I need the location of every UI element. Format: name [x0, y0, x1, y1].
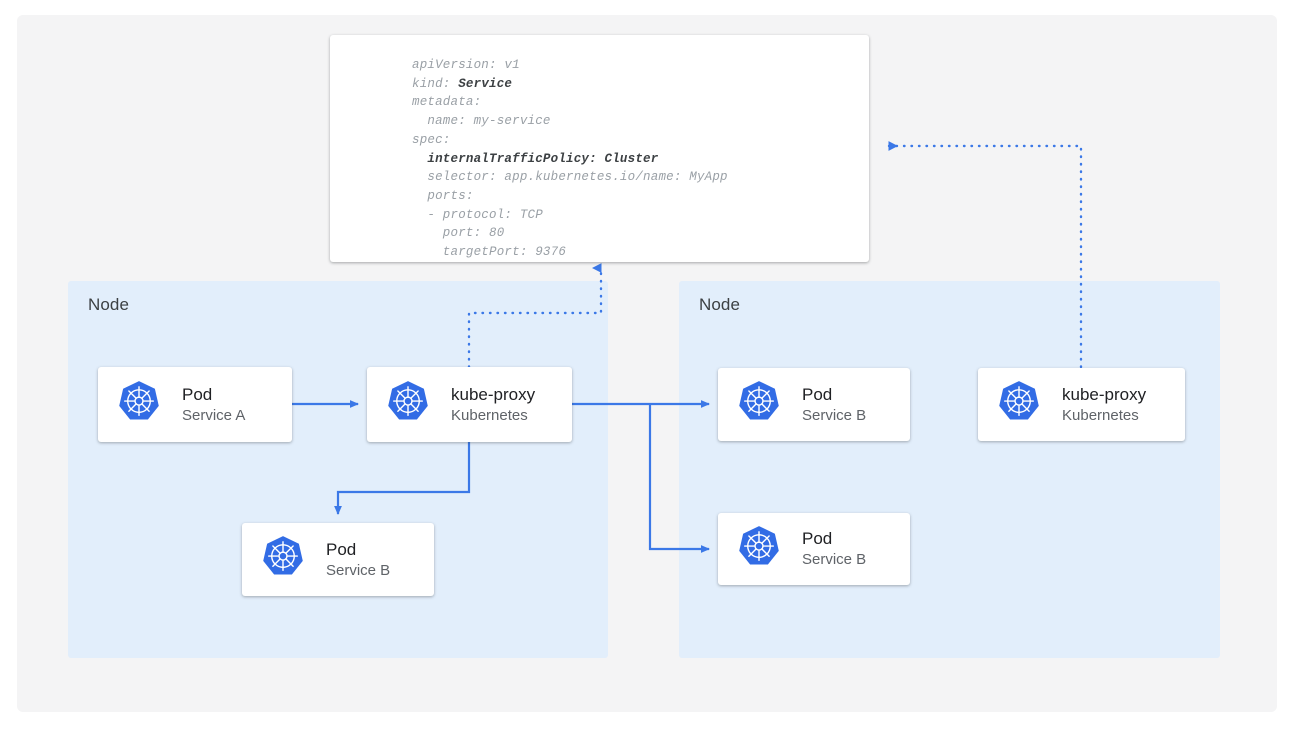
card-title: Pod: [802, 384, 833, 404]
card-text: Pod Service B: [802, 385, 866, 425]
card-subtitle: Kubernetes: [451, 406, 528, 424]
yaml-line: apiVersion: v1: [412, 58, 520, 72]
kubernetes-icon: [736, 379, 782, 430]
kubernetes-icon: [736, 524, 782, 575]
yaml-line: targetPort: 9376: [412, 245, 567, 260]
node-label-left: Node: [88, 295, 130, 314]
yaml-line: name: my-service: [412, 114, 551, 129]
kubernetes-icon: [116, 379, 162, 430]
card-subtitle: Kubernetes: [1062, 406, 1139, 424]
card-pod-service-b-right-bottom[interactable]: Pod Service B: [718, 513, 910, 585]
yaml-line: selector: app.kubernetes.io/name: MyApp: [412, 170, 728, 185]
card-text: Pod Service B: [802, 529, 866, 569]
kubernetes-icon: [260, 534, 306, 585]
yaml-line: ports:: [412, 188, 474, 203]
card-pod-service-b-left[interactable]: Pod Service B: [242, 523, 434, 596]
card-text: Pod Service B: [326, 540, 390, 580]
service-manifest-code: apiVersion: v1 kind: Service metadata: n…: [412, 56, 861, 262]
card-text: kube-proxy Kubernetes: [451, 385, 535, 425]
card-pod-service-b-right-top[interactable]: Pod Service B: [718, 368, 910, 441]
yaml-kind-value: Service: [458, 76, 513, 91]
card-subtitle: Service B: [802, 406, 867, 424]
card-title: Pod: [326, 539, 357, 559]
node-box-right: Node: [679, 281, 1220, 658]
yaml-line: metadata:: [412, 95, 482, 110]
card-pod-service-a[interactable]: Pod Service A: [98, 367, 292, 442]
yaml-line-kind: kind: Service: [412, 75, 861, 94]
card-title: kube-proxy: [1062, 384, 1147, 404]
card-subtitle: Service A: [182, 406, 246, 424]
yaml-line: spec:: [412, 132, 451, 147]
yaml-kind-prefix: kind:: [412, 76, 459, 91]
card-text: Pod Service A: [182, 385, 245, 425]
yaml-line-internal-traffic-policy: internalTrafficPolicy: Cluster: [412, 151, 659, 166]
card-title: Pod: [802, 529, 833, 549]
service-manifest-card: apiVersion: v1 kind: Service metadata: n…: [330, 35, 869, 262]
kubernetes-icon: [996, 379, 1042, 430]
yaml-line: port: 80: [412, 226, 505, 241]
yaml-line: - protocol: TCP: [412, 207, 543, 222]
card-title: Pod: [182, 384, 213, 404]
node-label-right: Node: [699, 295, 741, 314]
card-text: kube-proxy Kubernetes: [1062, 385, 1146, 425]
card-subtitle: Service B: [802, 551, 867, 569]
node-box-left: Node: [68, 281, 608, 658]
card-kube-proxy-left[interactable]: kube-proxy Kubernetes: [367, 367, 572, 442]
kubernetes-icon: [385, 379, 431, 430]
card-subtitle: Service B: [326, 561, 391, 579]
card-title: kube-proxy: [451, 384, 536, 404]
card-kube-proxy-right[interactable]: kube-proxy Kubernetes: [978, 368, 1185, 441]
